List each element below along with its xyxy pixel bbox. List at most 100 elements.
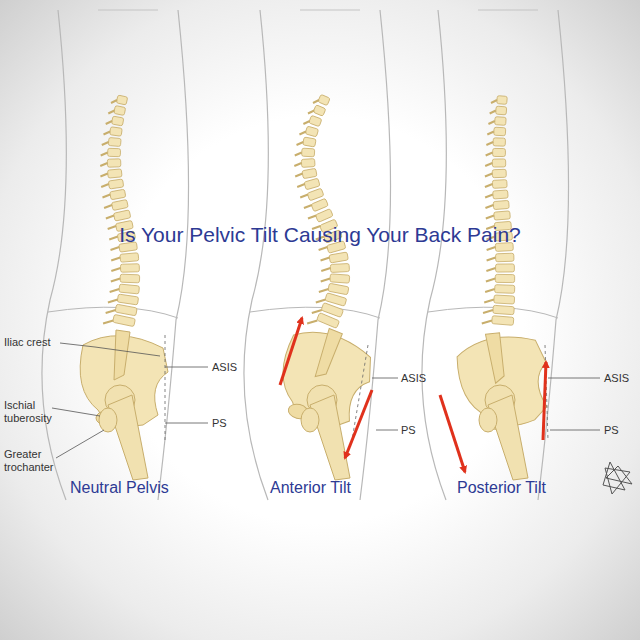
spinous-process	[104, 205, 112, 208]
spinous-process	[108, 226, 116, 229]
spinous-process	[300, 195, 308, 198]
back-outline	[244, 10, 268, 500]
vertebra	[107, 169, 122, 178]
spinous-process	[303, 121, 309, 124]
spinous-process	[319, 289, 329, 292]
spinous-process	[485, 289, 495, 292]
spinous-process	[485, 195, 493, 198]
figure	[244, 10, 391, 500]
femur	[310, 395, 350, 480]
spinous-process	[486, 216, 494, 219]
spinous-process	[316, 300, 326, 303]
vertebra	[330, 274, 350, 283]
vertebra	[120, 253, 139, 263]
vertebra	[111, 199, 128, 210]
part-label: PS	[212, 417, 227, 430]
trochanter	[479, 408, 497, 432]
vertebra	[120, 274, 140, 283]
vertebra	[108, 148, 121, 156]
spinous-process	[295, 153, 302, 156]
vertebra	[110, 127, 123, 137]
spinous-process	[101, 153, 108, 156]
spinous-process	[308, 111, 314, 114]
femur	[108, 395, 148, 480]
chest-line	[98, 10, 158, 11]
vertebra	[496, 264, 515, 272]
spinous-process	[487, 132, 494, 135]
vertebra	[111, 116, 123, 126]
vertebra	[496, 253, 515, 262]
sacrum	[114, 330, 130, 380]
vertebra	[117, 294, 138, 305]
figure	[422, 10, 569, 500]
spinous-process	[106, 216, 114, 219]
front-outline	[538, 10, 569, 500]
figure-caption: Posterior Tilt	[457, 478, 546, 497]
vertebra	[497, 96, 508, 105]
vertebra	[313, 105, 326, 116]
spinous-process	[487, 247, 496, 250]
vertebra	[494, 295, 515, 304]
vertebra	[492, 180, 507, 189]
figure	[42, 10, 189, 500]
vertebra	[119, 284, 140, 294]
vertebra	[496, 106, 507, 115]
vertebra	[113, 314, 136, 326]
spinous-process	[490, 111, 496, 114]
vertebra	[494, 127, 506, 136]
spinous-process	[483, 310, 493, 313]
spinous-process	[319, 247, 328, 250]
spinous-process	[313, 100, 319, 103]
spinous-process	[100, 163, 107, 166]
leader-lines	[52, 343, 600, 458]
spinous-process	[482, 321, 492, 324]
vertebra	[116, 95, 127, 105]
part-label: Ischial tuberosity	[4, 399, 64, 425]
front-outline	[158, 10, 189, 500]
spinous-process	[321, 268, 330, 271]
vertebra	[302, 168, 317, 178]
spinous-process	[294, 163, 301, 166]
vertebra	[318, 94, 330, 105]
vertebra	[114, 106, 126, 116]
chest-line	[300, 10, 360, 11]
spinous-process	[102, 195, 110, 198]
vertebra	[493, 148, 506, 156]
trochanter	[301, 408, 319, 432]
part-label: PS	[401, 424, 416, 437]
spinous-process	[109, 237, 118, 240]
vertebra	[492, 169, 506, 177]
part-label: ASIS	[401, 372, 426, 385]
vertebra	[110, 189, 126, 200]
part-label: Iliac crest	[4, 336, 50, 349]
spinous-process	[297, 184, 305, 187]
plumb-lines	[165, 335, 548, 440]
spinous-process	[108, 111, 114, 114]
vertebra	[303, 137, 316, 147]
spinous-process	[104, 132, 111, 135]
spinous-process	[484, 300, 494, 303]
figure-caption: Neutral Pelvis	[70, 478, 169, 497]
spinous-process	[486, 279, 495, 282]
spinous-process	[297, 142, 304, 145]
spinous-process	[304, 205, 312, 208]
spinous-process	[299, 132, 306, 135]
vertebra	[315, 209, 333, 223]
part-label: ASIS	[212, 361, 237, 374]
spinous-process	[108, 300, 118, 303]
vertebra	[492, 159, 505, 167]
spinous-process	[491, 100, 497, 103]
spinous-process	[485, 163, 492, 166]
spinous-process	[111, 258, 120, 261]
spinous-process	[103, 321, 113, 324]
vertebra	[494, 211, 511, 220]
sacrum	[315, 328, 343, 380]
vertebra	[493, 190, 508, 199]
vertebra	[493, 305, 515, 314]
vertebra	[495, 274, 514, 282]
waist-line	[48, 307, 178, 318]
spinous-process	[106, 121, 112, 124]
vertebra	[305, 126, 318, 137]
vertebra	[301, 159, 315, 168]
